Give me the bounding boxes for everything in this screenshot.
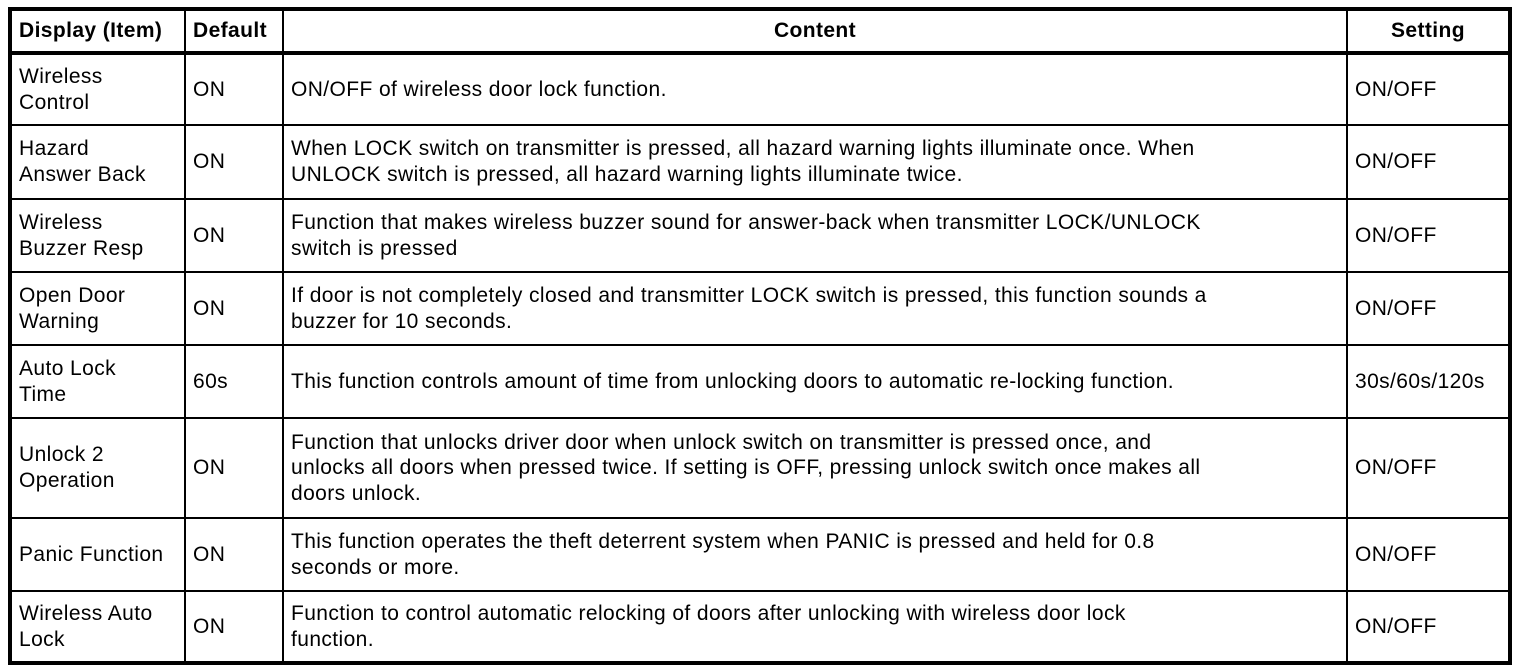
setting-cell: ON/OFF [1346,590,1511,664]
column-header-default: Default [184,8,284,55]
table-row: Open Door Warning ON If door is not comp… [9,271,1511,346]
table-row: Unlock 2 Operation ON Function that unlo… [9,417,1511,519]
default-cell: ON [184,517,284,592]
item-cell: Wireless Buzzer Resp [9,198,186,273]
item-cell: Wireless Control [9,52,186,126]
default-cell: ON [184,52,284,126]
setting-cell: ON/OFF [1346,52,1511,126]
setting-cell: ON/OFF [1346,517,1511,592]
default-cell: ON [184,198,284,273]
setting-cell: ON/OFF [1346,271,1511,346]
table-row: Wireless Control ON ON/OFF of wireless d… [9,52,1511,126]
item-cell: Panic Function [9,517,186,592]
default-cell: ON [184,417,284,519]
wireless-door-lock-settings-table: Display (Item) Default Content Setting W… [8,7,1512,665]
table-row: Wireless Buzzer Resp ON Function that ma… [9,198,1511,273]
column-header-content: Content [282,8,1348,55]
content-cell: Function that unlocks driver door when u… [282,417,1348,519]
table-row: Panic Function ON This function operates… [9,517,1511,592]
content-cell: This function operates the theft deterre… [282,517,1348,592]
table-row: Wireless Auto Lock ON Function to contro… [9,590,1511,664]
setting-cell: ON/OFF [1346,198,1511,273]
column-header-setting: Setting [1346,8,1511,55]
content-cell: If door is not completely closed and tra… [282,271,1348,346]
header-row: Display (Item) Default Content Setting [9,8,1511,55]
setting-cell: 30s/60s/120s [1346,344,1511,419]
item-cell: Auto Lock Time [9,344,186,419]
setting-cell: ON/OFF [1346,124,1511,200]
default-cell: ON [184,590,284,664]
table-row: Hazard Answer Back ON When LOCK switch o… [9,124,1511,200]
default-cell: ON [184,271,284,346]
item-cell: Wireless Auto Lock [9,590,186,664]
default-cell: ON [184,124,284,200]
table-row: Auto Lock Time 60s This function control… [9,344,1511,419]
content-cell: Function that makes wireless buzzer soun… [282,198,1348,273]
default-cell: 60s [184,344,284,419]
setting-cell: ON/OFF [1346,417,1511,519]
item-cell: Open Door Warning [9,271,186,346]
content-cell: When LOCK switch on transmitter is press… [282,124,1348,200]
content-cell: This function controls amount of time fr… [282,344,1348,419]
item-cell: Hazard Answer Back [9,124,186,200]
item-cell: Unlock 2 Operation [9,417,186,519]
column-header-display-item: Display (Item) [9,8,186,55]
content-cell: ON/OFF of wireless door lock function. [282,52,1348,126]
content-cell: Function to control automatic relocking … [282,590,1348,664]
